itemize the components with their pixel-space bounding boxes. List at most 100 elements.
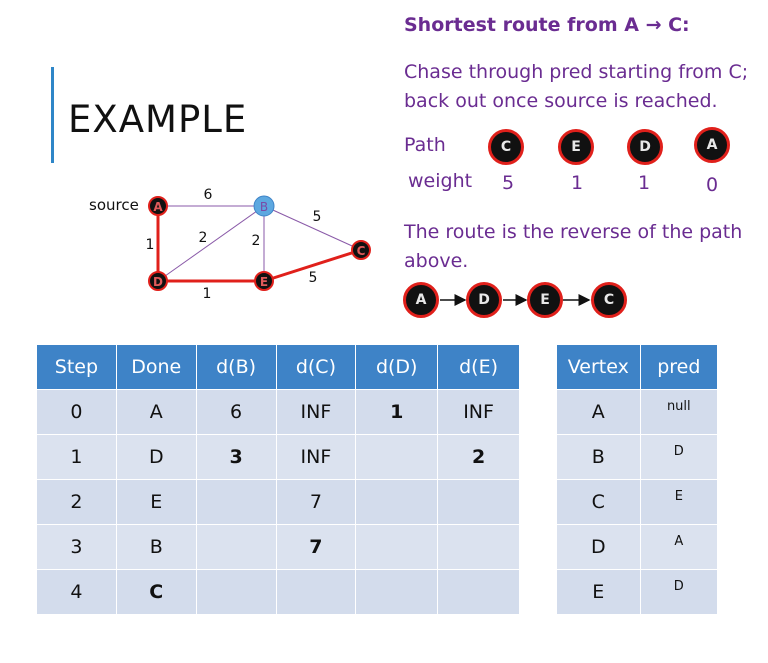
table-cell	[355, 569, 439, 615]
graph-diagram: 6 1 2 2 5 1 5 source A B C D E	[89, 187, 371, 302]
svg-text:C: C	[357, 244, 366, 258]
table-cell: null	[639, 389, 719, 435]
reverse-note: The route is the reverse of the path abo…	[404, 221, 743, 272]
svg-text:D: D	[153, 275, 163, 289]
header-done: Done	[115, 344, 197, 390]
table-cell: E	[556, 569, 641, 615]
pred-table: Vertex pred A null B D C E D A E D	[556, 344, 719, 615]
table-cell: E	[115, 479, 197, 525]
table-cell	[275, 569, 357, 615]
table-row: C E	[556, 479, 719, 525]
table-cell	[355, 479, 439, 525]
table-cell	[355, 434, 439, 480]
header-vertex: Vertex	[556, 344, 641, 390]
table-cell: 2	[437, 434, 520, 480]
route-heading: Shortest route from A → C:	[404, 14, 690, 36]
table-cell: C	[115, 569, 197, 615]
table-cell: 0	[36, 389, 117, 435]
edge-e-c	[263, 248, 362, 283]
node-e: E	[254, 271, 274, 291]
node-b: B	[253, 195, 275, 217]
table-row: 3 B 7	[36, 524, 520, 570]
table-row: B D	[556, 434, 719, 480]
table-cell	[437, 479, 520, 525]
path-weight: 0	[705, 174, 719, 196]
slide-title: EXAMPLE	[68, 98, 248, 141]
route-arrows	[440, 294, 591, 306]
route-node: E	[527, 282, 563, 318]
node-c: C	[351, 240, 371, 260]
table-header-row: Step Done d(B) d(C) d(D) d(E)	[36, 344, 520, 390]
table-cell	[195, 524, 277, 570]
weight-b-c: 5	[313, 209, 322, 225]
route-node: C	[591, 282, 627, 318]
weight-label: weight	[408, 170, 473, 192]
chase-instructions: Chase through pred starting from C; back…	[404, 61, 749, 112]
table-cell: 6	[195, 389, 277, 435]
table-cell: D	[639, 434, 719, 480]
table-cell	[195, 479, 277, 525]
table-cell: 2	[36, 479, 117, 525]
header-pred: pred	[639, 344, 719, 390]
table-row: E D	[556, 569, 719, 615]
table-row: D A	[556, 524, 719, 570]
table-cell: A	[115, 389, 197, 435]
path-node: E	[558, 129, 594, 165]
weight-b-d: 2	[199, 230, 208, 246]
route-node: A	[403, 282, 439, 318]
table-cell: INF	[275, 389, 357, 435]
weight-a-b: 6	[204, 187, 213, 203]
table-row: 2 E 7	[36, 479, 520, 525]
header-dc: d(C)	[275, 344, 357, 390]
table-cell: B	[115, 524, 197, 570]
path-node: D	[627, 129, 663, 165]
table-cell	[437, 569, 520, 615]
table-cell: 4	[36, 569, 117, 615]
table-cell: D	[639, 569, 719, 615]
path-weight: 1	[570, 172, 584, 194]
table-cell: D	[556, 524, 641, 570]
table-cell	[437, 524, 520, 570]
weight-d-e: 1	[203, 286, 212, 302]
table-cell: D	[115, 434, 197, 480]
weight-e-c: 5	[309, 270, 318, 286]
table-cell: 1	[355, 389, 439, 435]
table-cell: 7	[275, 524, 357, 570]
table-cell: B	[556, 434, 641, 480]
title-accent-bar	[51, 67, 54, 163]
table-cell: E	[639, 479, 719, 525]
path-weight: 5	[501, 172, 515, 194]
table-header-row: Vertex pred	[556, 344, 719, 390]
table-cell: A	[639, 524, 719, 570]
table-cell: 7	[275, 479, 357, 525]
table-row: 1 D 3 INF 2	[36, 434, 520, 480]
header-db: d(B)	[195, 344, 277, 390]
table-row: 4 C	[36, 569, 520, 615]
dijkstra-table: Step Done d(B) d(C) d(D) d(E) 0 A 6 INF …	[36, 344, 520, 615]
header-step: Step	[36, 344, 117, 390]
table-row: 0 A 6 INF 1 INF	[36, 389, 520, 435]
table-cell: INF	[437, 389, 520, 435]
header-de: d(E)	[437, 344, 520, 390]
table-cell	[195, 569, 277, 615]
node-d: D	[148, 271, 168, 291]
header-dd: d(D)	[355, 344, 439, 390]
edge-b-c	[263, 205, 362, 251]
route-node: D	[466, 282, 502, 318]
path-node: C	[488, 129, 524, 165]
table-cell: INF	[275, 434, 357, 480]
table-cell: C	[556, 479, 641, 525]
table-cell: 1	[36, 434, 117, 480]
table-cell: 3	[36, 524, 117, 570]
svg-text:A: A	[153, 200, 163, 214]
weight-a-d: 1	[146, 237, 155, 253]
svg-text:B: B	[260, 200, 268, 214]
table-cell: 3	[195, 434, 277, 480]
path-label: Path	[404, 134, 446, 156]
source-label: source	[89, 196, 139, 214]
edge-b-d	[157, 205, 265, 282]
node-a: A	[148, 196, 168, 216]
table-cell	[355, 524, 439, 570]
table-row: A null	[556, 389, 719, 435]
svg-text:E: E	[260, 275, 268, 289]
